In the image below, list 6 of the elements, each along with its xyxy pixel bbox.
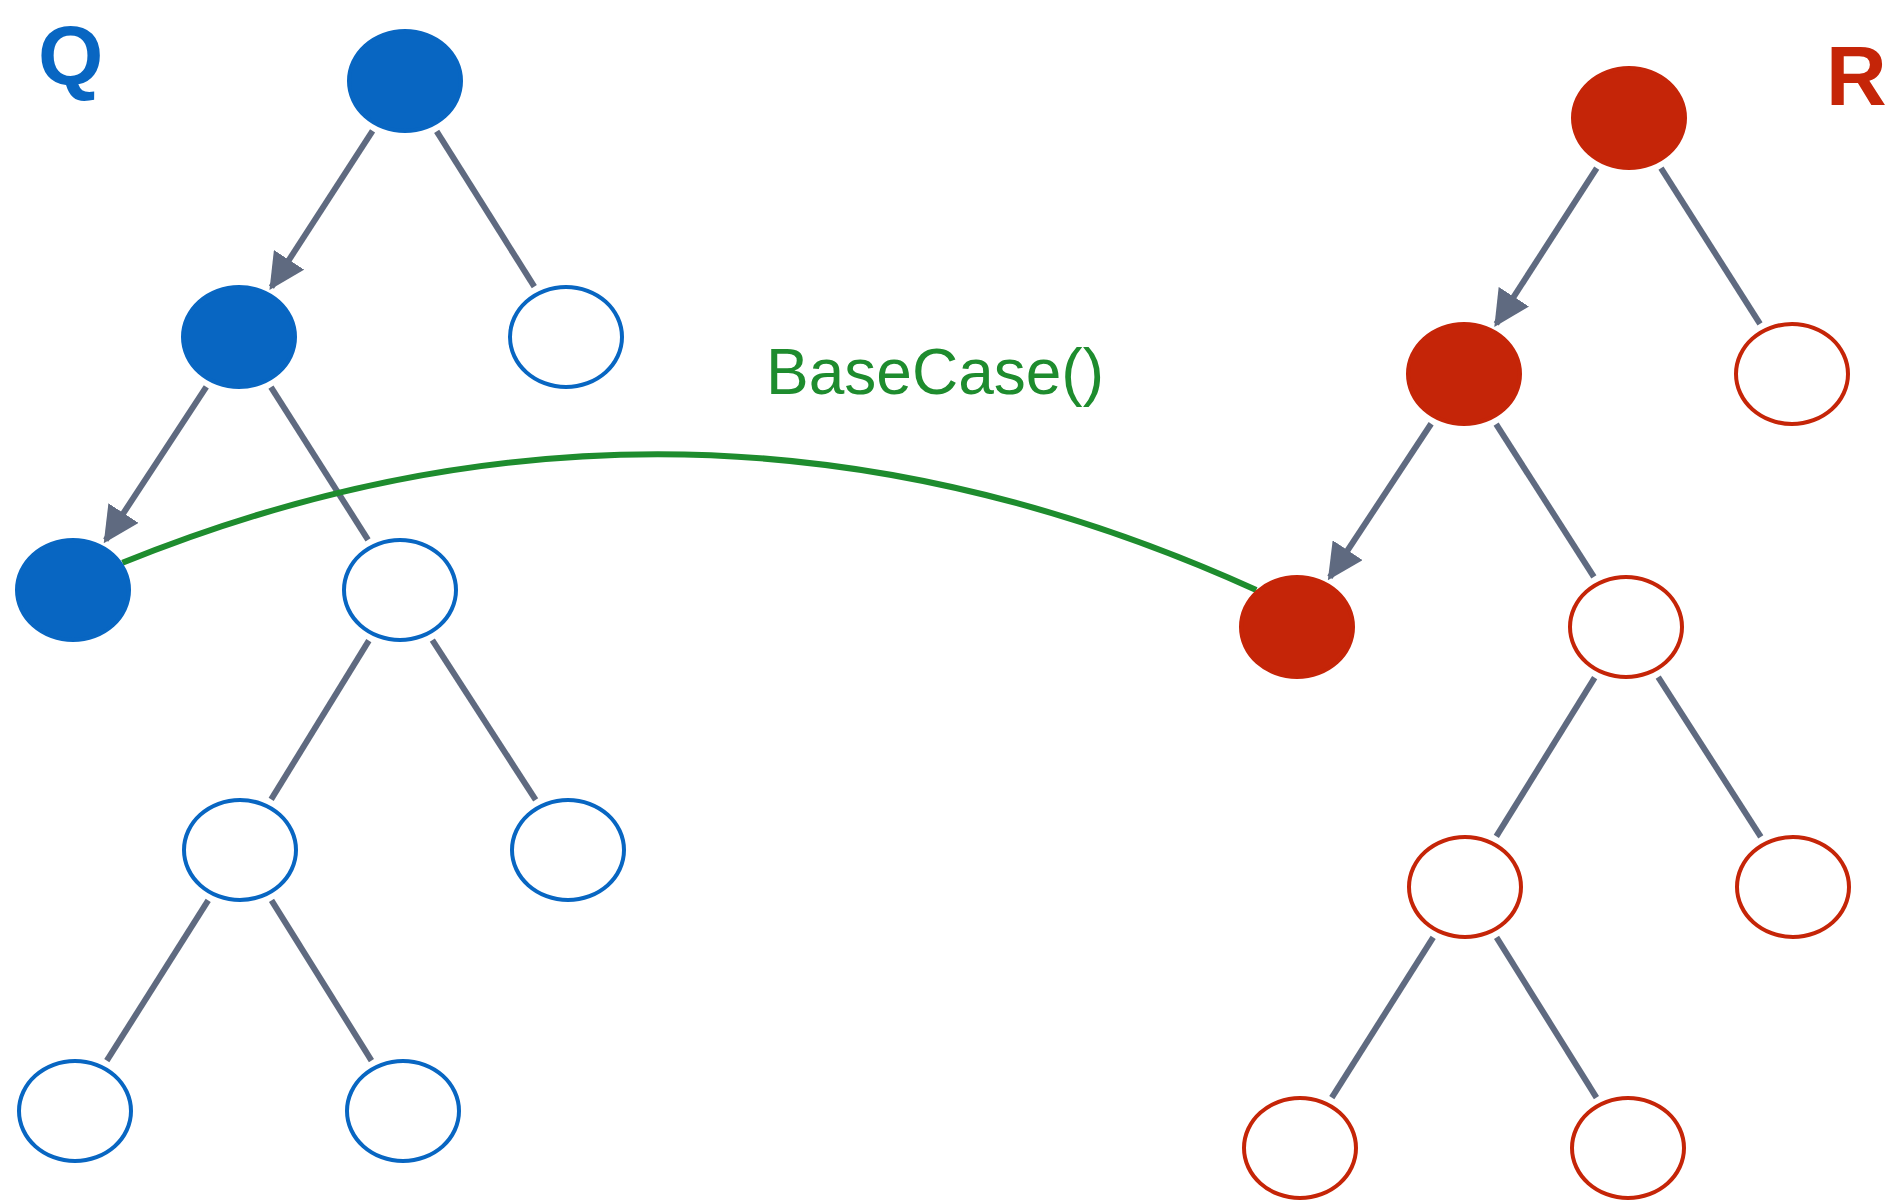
curved-connector — [121, 451, 1258, 593]
arrow — [1327, 422, 1434, 581]
arrow — [103, 385, 209, 544]
tree-label: R — [1826, 34, 1887, 118]
arrow — [1493, 166, 1600, 327]
arrow — [268, 129, 376, 291]
